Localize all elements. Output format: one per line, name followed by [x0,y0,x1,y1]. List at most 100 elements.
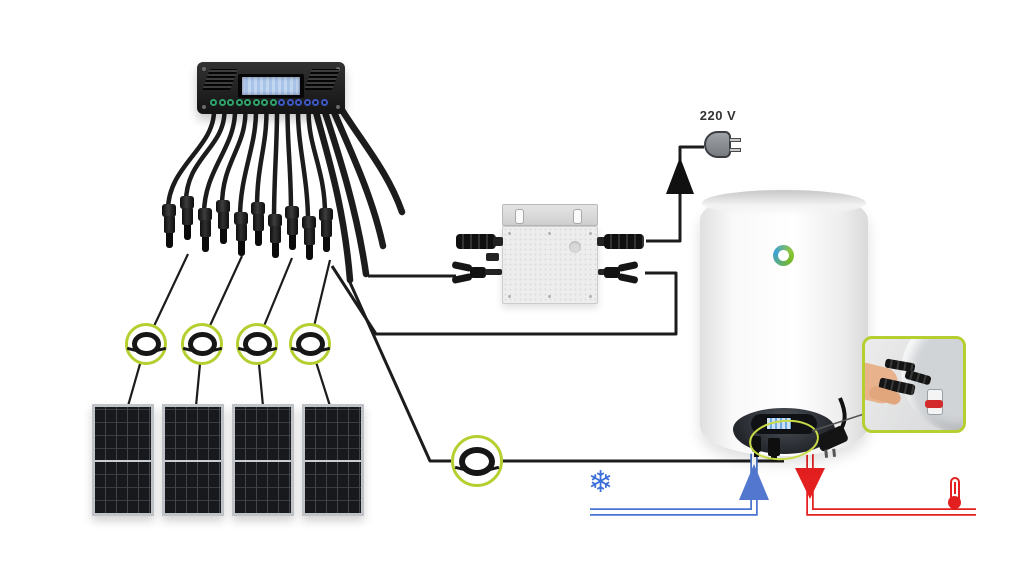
connector-head [198,208,212,221]
terminal-green-icon [235,99,243,106]
mc4-connector [234,212,248,256]
connector-stub [493,237,503,246]
cable-coil-icon [181,323,223,365]
thick-cables [312,106,406,284]
mc4-connector [302,216,316,260]
connector-tip [165,233,173,248]
coiled-cable [459,446,495,476]
connector-head [180,196,194,209]
connector-tip [183,225,191,240]
connector-body [181,208,193,225]
connector-body [286,218,298,235]
valve-photo [925,389,943,415]
connector-head [285,206,299,219]
connector-stub [597,237,607,246]
electric-water-heater [700,190,868,456]
controller-cable [219,110,248,207]
screw-icon [589,295,592,298]
up-arrow-to-mains [666,157,694,194]
solar-panel [302,404,364,516]
lcd-screen [242,77,300,95]
terminal-blue-icon [286,99,294,106]
connector-tip [271,243,279,258]
terminal-blue-icon [278,99,285,106]
coiled-cable [187,332,217,356]
terminal-green-icon [227,99,234,106]
connector-body [217,212,229,229]
connector-body [269,226,281,243]
inverter-mounting-bracket [502,204,598,226]
cable-coil-icon [236,323,278,365]
wire-controller-to-heater [346,277,784,463]
cold-water-pipe-inner [590,434,756,514]
power-plug-icon [704,131,731,158]
terminal-blue-icon [320,99,328,106]
terminal-blue-icon [312,99,319,106]
screw-icon [548,232,551,235]
connector-head [268,214,282,227]
mc4-connector [162,204,176,248]
bracket-slot [515,209,524,224]
solar-panel [92,404,154,516]
coiled-cable [131,332,161,356]
thermometer-icon [948,477,961,509]
heater-power-cord [836,397,847,435]
mc4-connector [180,196,194,240]
hot-water-pipe-inner [808,434,976,514]
mc4-connector [268,214,282,258]
connector-tip [219,229,227,244]
plug-prong [729,148,741,152]
mc4-connector [198,208,212,252]
screw-icon [508,295,511,298]
connector-tip [237,241,245,256]
controller-cable [201,110,238,215]
controller-lcd-display [238,74,304,98]
plug-prong [729,138,741,142]
ac-connector-left-icon [456,234,496,249]
connector-head [302,216,316,229]
thick-cable [330,108,387,250]
mc4-connector [216,200,230,244]
ac-connector-right-icon [604,234,644,249]
controller-cable [183,110,227,203]
bracket-slot [573,209,582,224]
connector-detail-inset [862,336,966,433]
mc4-connector [285,206,299,250]
callout-highlight-ellipse [749,419,819,461]
terminal-row [210,99,328,106]
solar-charge-controller [197,62,345,114]
mc4-connector [251,202,265,246]
terminal-green-icon [269,99,277,106]
terminal-green-icon [210,99,217,106]
inverter-antenna-stub [486,253,499,261]
connector-body [303,228,315,245]
terminal-green-icon [252,99,260,106]
connector-body [199,220,211,237]
callout-line [811,413,865,432]
cable-coil-icon [289,323,331,365]
connector-tip [254,231,262,246]
mains-voltage-label: 220 V [699,108,737,123]
connector-tip [322,237,330,252]
controller-cable [271,110,280,221]
terminal-blue-icon [295,99,302,106]
controller-cable [254,110,269,209]
micro-inverter [502,226,598,304]
controller-cable [295,110,311,223]
terminal-green-icon [218,99,226,106]
screw-icon [202,105,206,109]
snowflake-icon: ❄ [588,466,614,499]
controller-cable [285,110,294,213]
connector-tip [201,237,209,252]
connector-head [162,204,176,217]
controller-cable [237,110,259,219]
screw-icon [336,105,340,109]
connector-head [216,200,230,213]
thick-cable [321,108,370,278]
solar-panel [232,404,294,516]
connector-head [234,212,248,225]
cold-inlet-up-arrow [739,464,769,500]
screw-icon [548,295,551,298]
